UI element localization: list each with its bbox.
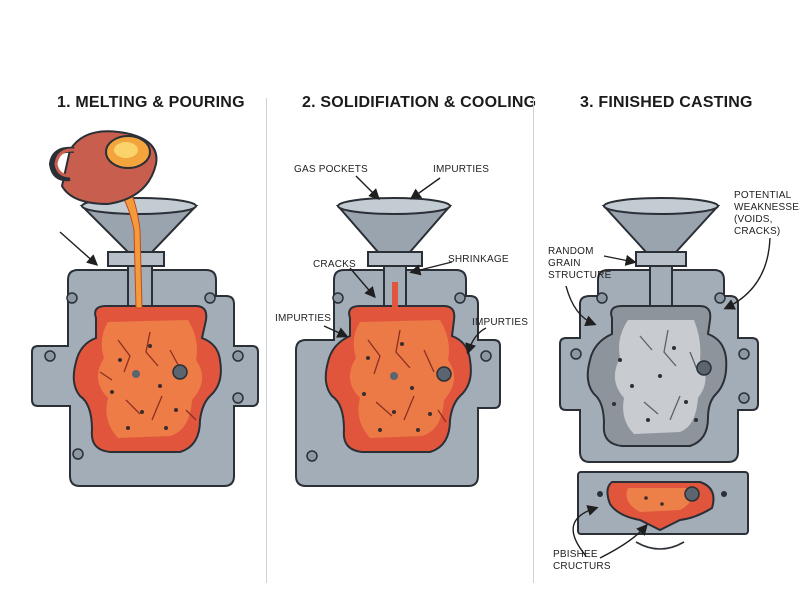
label-impurities-right: IMPURTIES bbox=[472, 317, 529, 328]
label-random-line-3: STRUCTURE bbox=[548, 270, 612, 281]
panel-3-solid-casting bbox=[586, 305, 728, 447]
panel-2-cooling-cavity bbox=[324, 305, 472, 453]
label-random-line-1: RANDOM bbox=[548, 246, 594, 257]
label-potential-line-1: POTENTIAL bbox=[734, 190, 792, 201]
label-bottom-line-1: PBISHEE bbox=[553, 549, 598, 560]
panel-3-section-view bbox=[577, 471, 749, 550]
panel-1-molten-cavity bbox=[72, 305, 222, 453]
label-random-grain-structure: RANDOM GRAIN STRUCTURE bbox=[548, 246, 611, 282]
label-bottom-line-2: CRUCTURS bbox=[553, 561, 611, 572]
panel-divider-2 bbox=[533, 98, 534, 583]
pour-arrow bbox=[59, 231, 99, 266]
ladle-icon bbox=[48, 130, 158, 206]
panel-2-title: 2. SOLIDIFIATION & COOLING bbox=[302, 94, 537, 111]
label-potential-line-2: WEAKNESSES bbox=[734, 202, 800, 213]
label-bottom-section: PBISHEE CRUCTURS bbox=[553, 549, 611, 573]
panel-3-title: 3. FINISHED CASTING bbox=[580, 94, 753, 111]
label-potential-line-3: (VOIDS, bbox=[734, 214, 773, 225]
panel-3-funnel bbox=[601, 197, 721, 307]
label-cracks: CRACKS bbox=[313, 259, 356, 270]
label-potential-line-4: CRACKS) bbox=[734, 226, 781, 237]
label-shrinkage: SHRINKAGE bbox=[448, 254, 509, 265]
label-impurities-left: IMPURTIES bbox=[275, 313, 332, 324]
label-random-line-2: GRAIN bbox=[548, 258, 581, 269]
label-gas-pockets: GAS POCKETS bbox=[294, 164, 368, 175]
panel-divider-1 bbox=[266, 98, 267, 583]
label-impurities-top: IMPURTIES bbox=[433, 164, 490, 175]
label-potential-weaknesses: POTENTIAL WEAKNESSES (VOIDS, CRACKS) bbox=[734, 190, 800, 238]
panel-3-leader-lines bbox=[565, 237, 771, 559]
panel-2-leader-lines bbox=[323, 175, 487, 355]
panel-1-title: 1. MELTING & POURING bbox=[57, 94, 245, 111]
panel-2-funnel bbox=[335, 197, 453, 308]
